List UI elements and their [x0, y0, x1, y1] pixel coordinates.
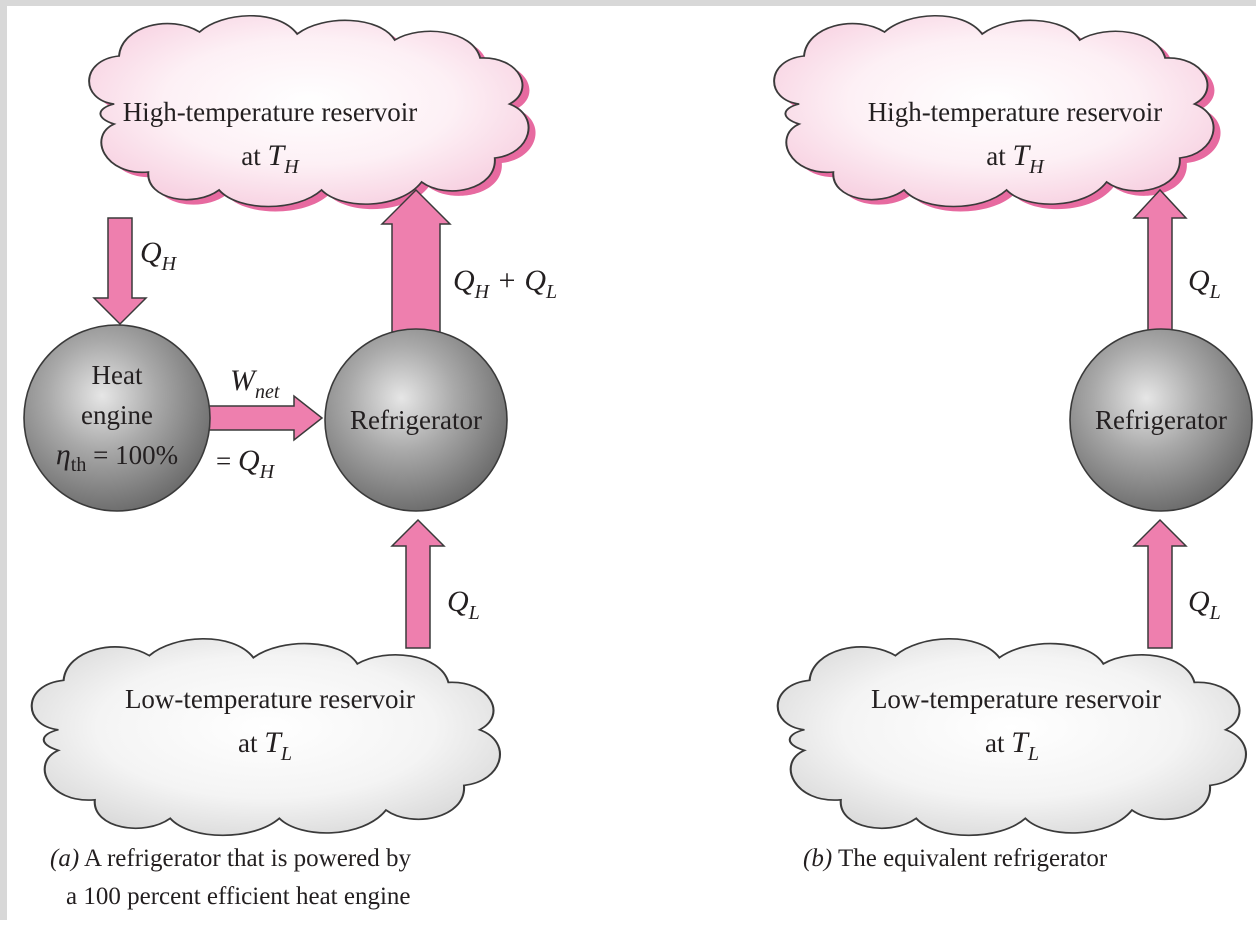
- hot-reservoir-label-a: High-temperature reservoir: [123, 97, 418, 127]
- arrow-ql-bottom-b: [1132, 518, 1188, 649]
- cold-reservoir-temp-a: at TL: [238, 726, 292, 765]
- arrow-qh-down: [92, 217, 148, 326]
- label-qh-plus-ql: QH + QL: [453, 264, 557, 303]
- caption-b: (b) The equivalent refrigerator: [803, 845, 1108, 872]
- hot-reservoir-temp-b: at TH: [986, 139, 1045, 178]
- hot-reservoir-temp-a: at TH: [241, 139, 300, 178]
- arrow-ql-top-b: [1132, 188, 1188, 333]
- refrigerator-sphere-b: [1069, 328, 1253, 512]
- cold-reservoir-temp-b: at TL: [985, 726, 1039, 765]
- cold-reservoir-label-b: Low-temperature reservoir: [871, 684, 1161, 714]
- panel-a: High-temperature reservoir at TH Low-tem…: [23, 14, 557, 910]
- arrow-qh-plus-ql-up: [380, 188, 452, 333]
- refrigerator-label-a: Refrigerator: [350, 405, 482, 435]
- refrigerator-sphere-a: [324, 328, 508, 512]
- heat-engine-efficiency: ηth = 100%: [56, 438, 178, 476]
- label-wnet-equals-qh: = QH: [216, 444, 276, 483]
- label-ql-top-b: QL: [1188, 264, 1221, 303]
- frame-left: [0, 0, 7, 920]
- caption-a-line1: (a) A refrigerator that is powered by: [50, 845, 411, 872]
- label-qh: QH: [140, 236, 178, 275]
- arrow-ql-up-a: [390, 518, 446, 649]
- heat-engine-sphere: [23, 324, 211, 512]
- panel-b: High-temperature reservoir at TH Low-tem…: [773, 14, 1253, 872]
- refrigerator-label-b: Refrigerator: [1095, 405, 1227, 435]
- hot-reservoir-label-b: High-temperature reservoir: [868, 97, 1163, 127]
- heat-engine-label-line1: Heat: [92, 360, 143, 390]
- frame-top: [0, 0, 1256, 6]
- caption-a-line2: a 100 percent efficient heat engine: [66, 883, 411, 910]
- arrow-wnet: [205, 394, 324, 442]
- heat-engine-label-line2: engine: [81, 400, 153, 430]
- label-ql-a: QL: [447, 585, 480, 624]
- label-wnet: Wnet: [230, 364, 280, 403]
- cold-reservoir-label-a: Low-temperature reservoir: [125, 684, 415, 714]
- label-ql-bottom-b: QL: [1188, 585, 1221, 624]
